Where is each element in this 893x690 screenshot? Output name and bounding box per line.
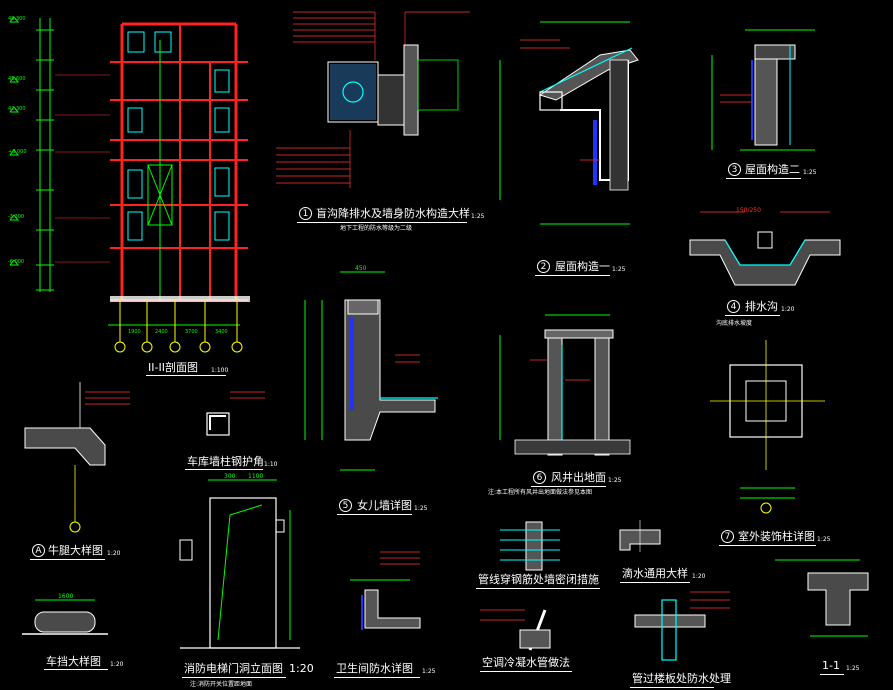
scale-text: 1:25 — [608, 477, 622, 484]
scale-text: 1:25 — [422, 668, 436, 675]
pipe-floor-drawing — [634, 591, 730, 661]
section-1-1-drawing — [775, 559, 869, 637]
pipe-seal-drawing — [500, 521, 560, 571]
title-text: 屋面构造一 — [555, 260, 610, 273]
scale-text: 1:10 — [264, 461, 278, 468]
detail-a-drawing — [24, 382, 130, 533]
detail-number: 3 — [728, 163, 741, 176]
title-underline — [820, 674, 844, 675]
note-text: 150/250 — [736, 207, 761, 214]
detail-5-drawing — [304, 271, 438, 471]
title-text: 1-1 — [822, 659, 840, 672]
scale-text: 1:25 — [471, 213, 485, 220]
scale-text: 1:25 — [846, 665, 860, 672]
detail-number: 5 — [339, 499, 352, 512]
dim-label: 1600 — [58, 593, 74, 600]
scale-text: 1:20 — [781, 306, 795, 313]
detail-number: 6 — [533, 471, 546, 484]
detail-number: 1 — [299, 207, 312, 220]
title-underline — [297, 222, 467, 223]
detail-number: 7 — [721, 530, 734, 543]
detail-1-drawing — [276, 11, 470, 188]
detail-7-drawing — [710, 340, 825, 514]
stopper-drawing — [22, 599, 108, 635]
garage-corner-drawing — [206, 391, 265, 436]
detail-number: A — [32, 544, 45, 557]
title-underline — [531, 486, 606, 487]
title-text: 室外装饰柱详图 — [738, 530, 815, 543]
dim-label: 3700 — [185, 329, 198, 335]
level-label: 48.300 — [8, 16, 26, 22]
dim-label: 1100 — [248, 473, 264, 480]
section-ii-ii-drawing: 48.300 45.600 42.300 +0.000 -3.300 -6.00… — [8, 16, 250, 353]
condensate-drawing — [480, 609, 551, 651]
title-underline — [476, 588, 600, 589]
title-text: 管过楼板处防水处理 — [632, 672, 731, 685]
scale-text: 1:20 — [110, 661, 124, 668]
title-underline — [185, 469, 263, 470]
title-text: 空调冷凝水管做法 — [482, 656, 570, 669]
title-text: 滴水通用大样 — [622, 567, 688, 580]
detail-number: 4 — [727, 300, 740, 313]
title-underline — [334, 677, 420, 678]
title-text: 排水沟 — [745, 300, 778, 313]
title-text: 女儿墙详图 — [357, 499, 412, 512]
detail-2-drawing — [499, 21, 639, 225]
level-label: -6.000 — [8, 259, 24, 265]
drip-drawing — [619, 520, 661, 552]
title-text: 消防电梯门洞立面图 — [184, 662, 283, 675]
note-text: 地下工程的防水等级为二级 — [340, 225, 413, 232]
elevator-drawing — [179, 479, 300, 649]
title-underline — [480, 671, 572, 672]
title-underline — [620, 582, 690, 583]
title-underline — [146, 375, 226, 376]
title-underline — [719, 545, 816, 546]
title-text: 风井出地面 — [551, 471, 606, 484]
detail-3-drawing — [711, 29, 815, 151]
title-text: 管线穿钢筋处墙密闭措施 — [478, 573, 599, 586]
title-underline — [30, 559, 105, 560]
level-label: -3.300 — [8, 214, 24, 220]
scale-text: 1:25 — [612, 266, 626, 273]
dim-label: 3400 — [215, 329, 228, 335]
level-label: 42.300 — [8, 106, 26, 112]
scale-text: 1:20 — [289, 662, 314, 675]
dim-label: 300 — [224, 473, 236, 480]
detail-6-drawing — [499, 314, 631, 456]
bathroom-drawing — [350, 551, 421, 630]
scale-text: 1:20 — [692, 573, 706, 580]
title-text: 卫生间防水详图 — [336, 662, 413, 675]
title-underline — [726, 178, 801, 179]
title-text: II-II剖面图 — [148, 361, 198, 374]
title-text: 盲沟降排水及墙身防水构造大样 — [316, 207, 470, 220]
scale-text: 1:25 — [817, 536, 831, 543]
title-underline — [725, 315, 780, 316]
title-text: 车挡大样图 — [46, 655, 101, 668]
level-label: +0.000 — [8, 149, 27, 155]
title-underline — [630, 687, 714, 688]
scale-text: 1:20 — [107, 550, 121, 557]
dim-label: 1900 — [128, 329, 141, 335]
level-label: 45.600 — [8, 76, 26, 82]
scale-text: 1:25 — [414, 505, 428, 512]
detail-4-drawing — [689, 211, 841, 286]
scale-text: 1:100 — [211, 367, 229, 374]
title-underline — [44, 669, 108, 670]
title-text: 屋面构造二 — [745, 163, 800, 176]
note-text: 注:消防开关位置距地面 — [190, 681, 253, 688]
detail-number: 2 — [537, 260, 550, 273]
title-underline — [535, 275, 610, 276]
title-text: 车库墙柱钢护角 — [187, 455, 264, 468]
note-text: 沟底排水坡度 — [716, 320, 753, 327]
title-underline — [337, 514, 412, 515]
dim-label: 2400 — [155, 329, 168, 335]
scale-text: 1:25 — [803, 169, 817, 176]
dim-label: 450 — [355, 265, 367, 272]
title-underline — [182, 677, 286, 678]
title-text: 牛腿大样图 — [48, 544, 103, 557]
note-text: 注:本工程所有风井出地面做法参见本图 — [488, 489, 593, 496]
